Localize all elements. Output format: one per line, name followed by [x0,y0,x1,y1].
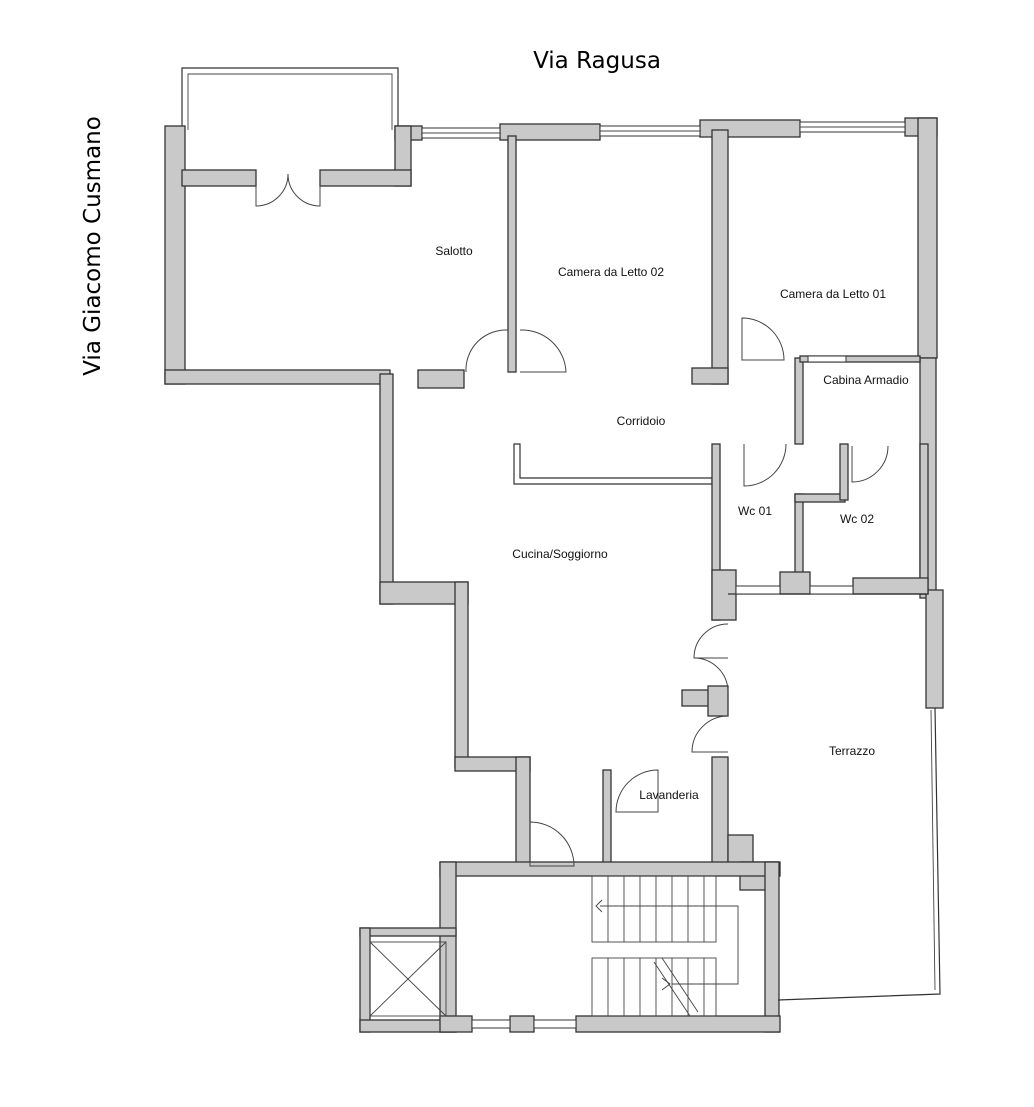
street-label-top: Via Ragusa [533,48,661,74]
lift-shaft [369,941,447,1017]
staircase [591,875,739,1017]
room-label-lavanderia: Lavanderia [639,788,699,802]
room-label-terrazzo: Terrazzo [829,744,875,758]
room-label-cabina: Cabina Armadio [823,373,909,387]
terrace-outline [728,593,941,1001]
interior-walls [359,129,929,1033]
room-label-cucina: Cucina/Soggiorno [512,547,608,561]
room-label-corridoio: Corridoio [617,414,666,428]
windows [421,121,906,1029]
street-label-left: Via Giacomo Cusmano [80,116,106,376]
room-label-wc-02: Wc 02 [840,512,874,526]
room-label-camera-01: Camera da Letto 01 [780,287,886,301]
balcony [181,67,399,130]
room-label-salotto: Salotto [435,244,473,258]
room-label-camera-02: Camera da Letto 02 [558,265,664,279]
doors [255,173,889,867]
room-label-wc-01: Wc 01 [738,504,772,518]
